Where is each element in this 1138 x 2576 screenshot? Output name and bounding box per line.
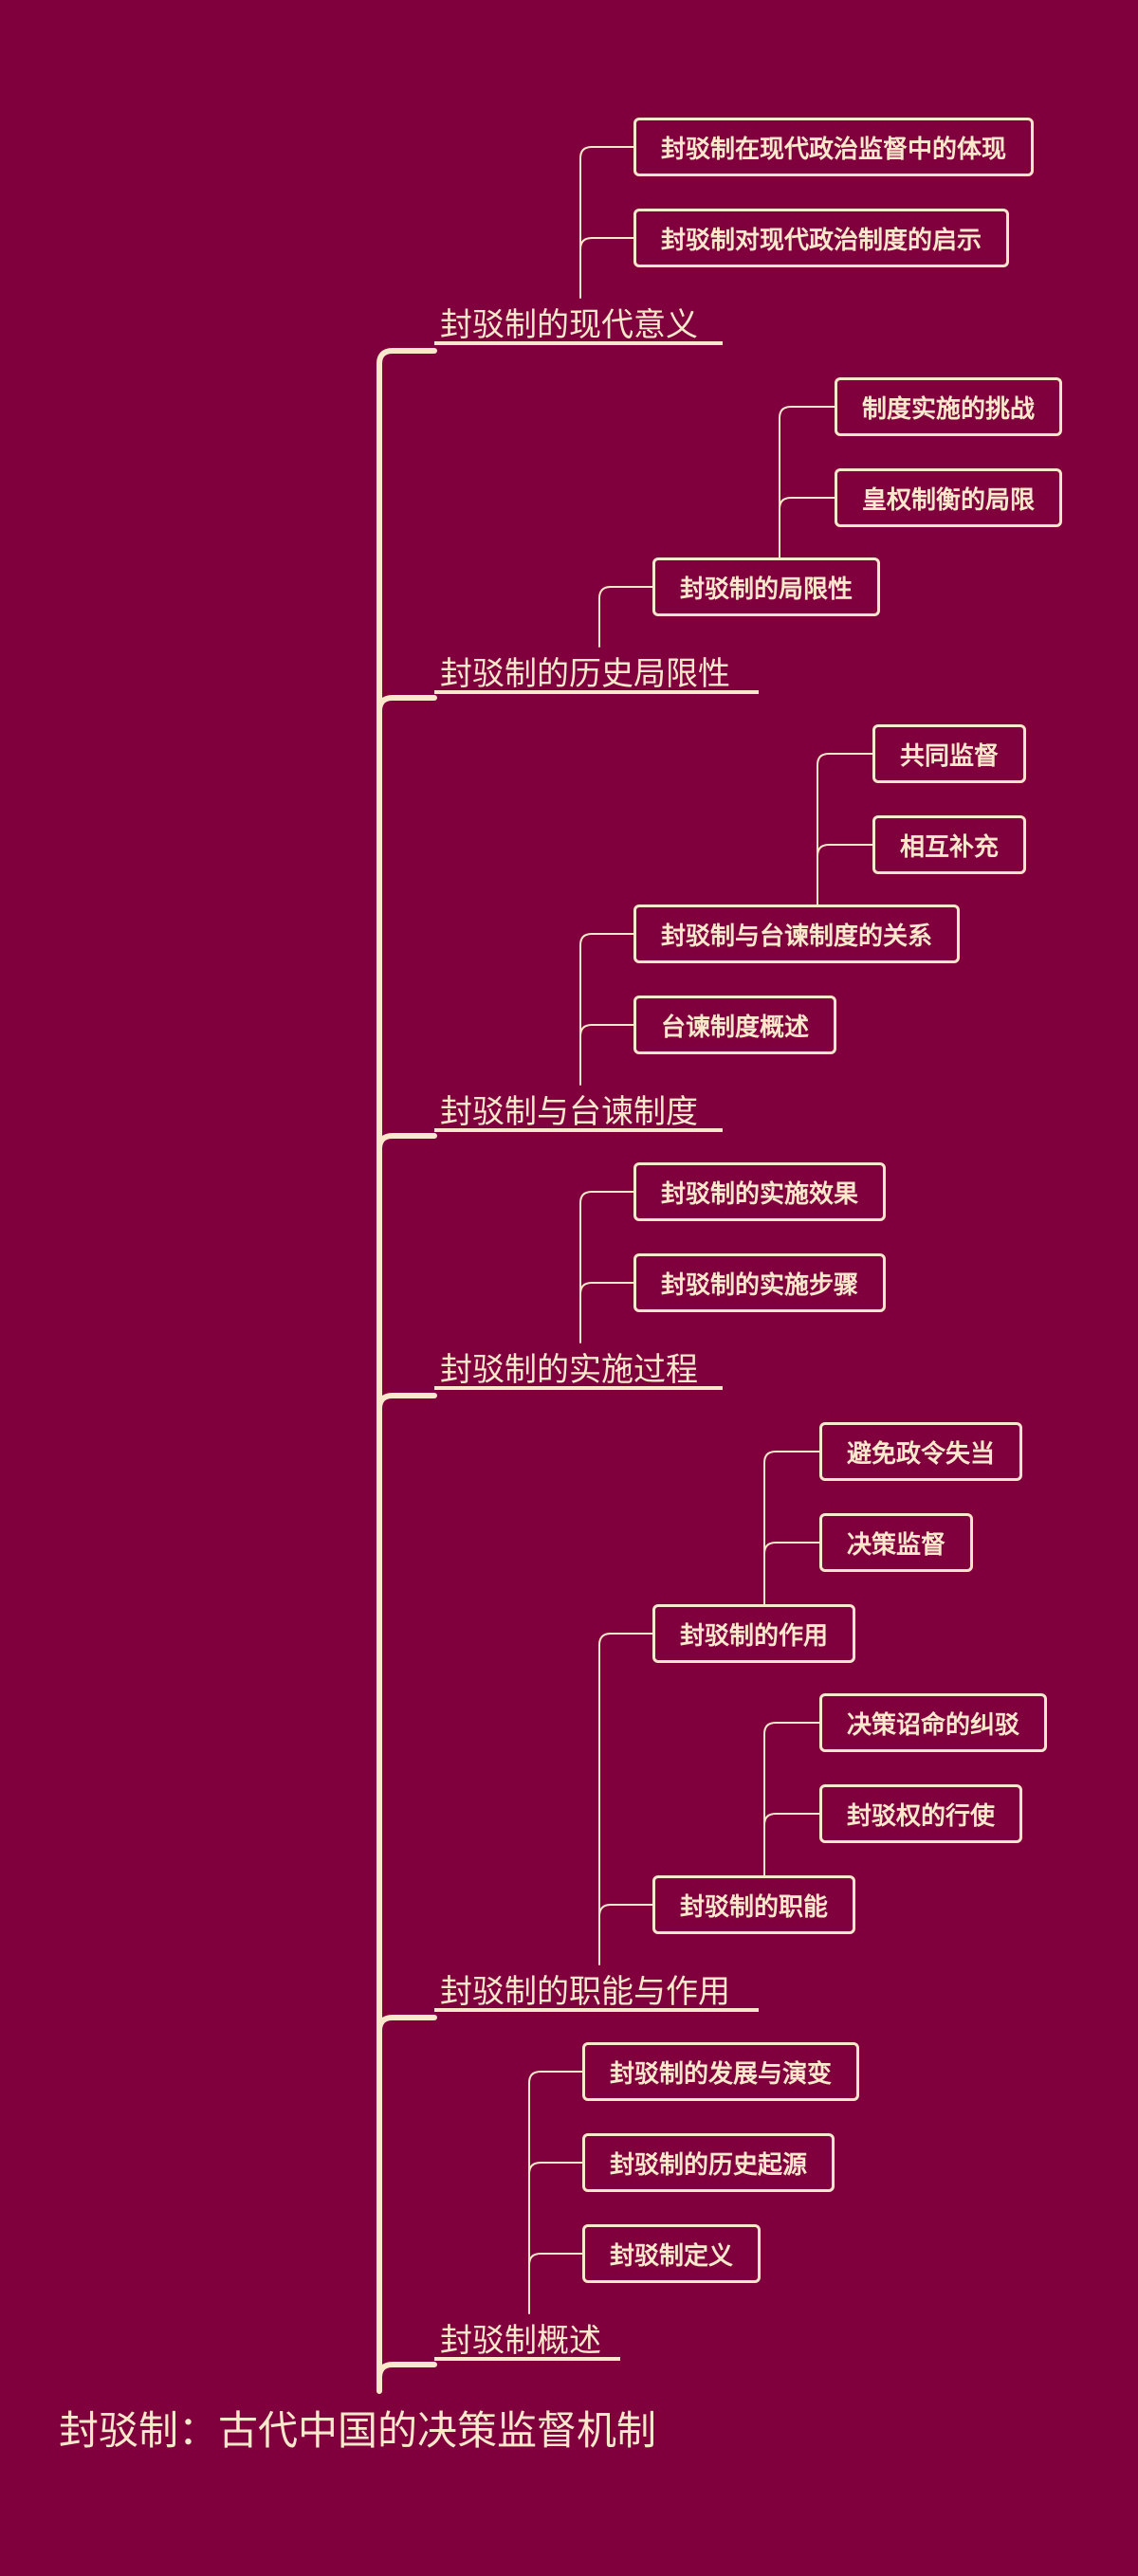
connector-roles-sub-main [763, 1451, 820, 1605]
node-implementation-effect[interactable]: 封驳制的实施效果 [633, 1162, 887, 1221]
branch-implementation-process[interactable]: 封驳制的实施过程 [434, 1346, 723, 1390]
trunk-branch-connector-2 [376, 695, 437, 714]
connector-modern-main [579, 146, 634, 299]
node-functions[interactable]: 封驳制的职能 [652, 1875, 856, 1934]
node-avoid-policy-errors[interactable]: 避免政令失当 [819, 1422, 1023, 1481]
root-title[interactable]: 封驳制：古代中国的决策监督机制 [59, 2407, 657, 2454]
node-mutual-complement[interactable]: 相互补充 [872, 815, 1027, 874]
connector-functions-child-1 [598, 1904, 653, 1917]
node-implementation-steps[interactable]: 封驳制的实施步骤 [633, 1253, 887, 1312]
connector-overview-main [528, 2071, 583, 2314]
trunk-branch-connector-6 [376, 2362, 437, 2381]
trunk-line [376, 348, 437, 2394]
connector-limit-sub-main [779, 406, 835, 558]
node-imperial-checks-limit[interactable]: 皇权制衡的局限 [835, 468, 1063, 527]
node-veto-exercise[interactable]: 封驳权的行使 [819, 1784, 1023, 1843]
node-modern-supervision[interactable]: 封驳制在现代政治监督中的体现 [633, 118, 1035, 176]
connector-roles-sub-child-1 [763, 1542, 820, 1555]
connector-process-main [579, 1191, 634, 1343]
connector-overview-child-1 [528, 2162, 583, 2175]
connector-censorate-sub-child-1 [817, 844, 873, 857]
node-implementation-challenges[interactable]: 制度实施的挑战 [835, 377, 1063, 436]
branch-modern-significance[interactable]: 封驳制的现代意义 [434, 301, 723, 345]
node-censorate-relation[interactable]: 封驳制与台谏制度的关系 [633, 904, 961, 963]
connector-functions-sub-child-1 [763, 1813, 820, 1826]
connector-process-child-1 [579, 1282, 634, 1295]
node-rebut-edicts[interactable]: 决策诏命的纠驳 [819, 1693, 1048, 1752]
trunk-branch-connector-3 [376, 1133, 437, 1152]
node-decision-supervision[interactable]: 决策监督 [819, 1513, 974, 1572]
node-censorate-overview[interactable]: 台谏制度概述 [633, 996, 837, 1054]
trunk-branch-connector-4 [376, 1393, 437, 1412]
branch-censorate-system[interactable]: 封驳制与台谏制度 [434, 1088, 723, 1132]
node-historical-origin[interactable]: 封驳制的历史起源 [582, 2133, 835, 2192]
connector-overview-child-2 [528, 2253, 583, 2266]
connector-censorate-main [579, 933, 634, 1086]
connector-limit-main [598, 586, 653, 648]
node-development-evolution[interactable]: 封驳制的发展与演变 [582, 2042, 860, 2101]
node-roles[interactable]: 封驳制的作用 [652, 1604, 856, 1663]
branch-overview[interactable]: 封驳制概述 [434, 2317, 620, 2361]
connector-modern-child-1 [579, 237, 634, 250]
connector-censorate-child-1 [579, 1024, 634, 1037]
connector-functions-main [598, 1633, 653, 1965]
node-modern-inspiration[interactable]: 封驳制对现代政治制度的启示 [633, 209, 1010, 267]
branch-functions-roles[interactable]: 封驳制的职能与作用 [434, 1968, 759, 2012]
trunk-branch-connector-5 [376, 2015, 437, 2034]
node-joint-supervision[interactable]: 共同监督 [872, 724, 1027, 783]
node-definition[interactable]: 封驳制定义 [582, 2224, 762, 2283]
node-limitations[interactable]: 封驳制的局限性 [652, 557, 881, 616]
branch-historical-limitations[interactable]: 封驳制的历史局限性 [434, 650, 759, 694]
connector-limit-sub-child-1 [779, 497, 835, 510]
connector-functions-sub-main [763, 1722, 820, 1876]
connector-censorate-sub-main [817, 753, 873, 905]
